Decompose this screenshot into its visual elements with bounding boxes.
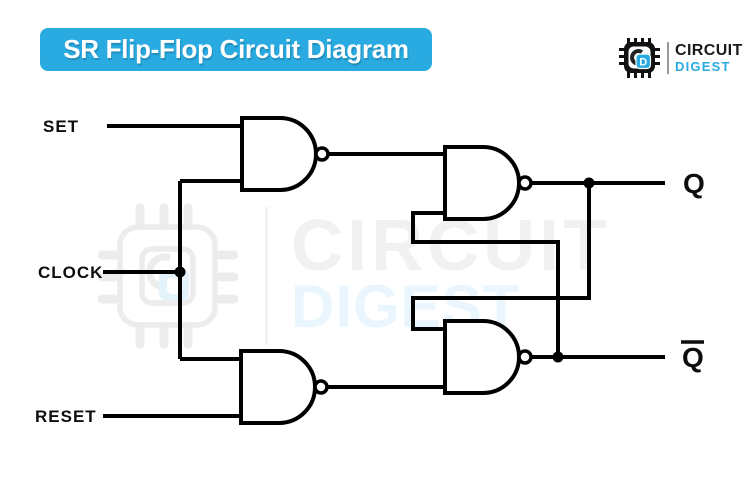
junction-dot-q: [583, 177, 595, 189]
chip-monogram: D: [639, 57, 647, 69]
chip-icon: D: [619, 38, 660, 78]
q-output-label: Q: [683, 168, 705, 199]
clock-label: CLOCK: [38, 263, 103, 282]
nand-gate-qbar: [443, 319, 521, 395]
reset-label: RESET: [35, 407, 97, 426]
wire-feedback-q: [411, 183, 591, 331]
watermark-text-circuit: CIRCUIT: [291, 206, 611, 286]
wire-clock-branch: [178, 179, 242, 361]
inverter-bubble-set: [314, 146, 330, 162]
inverter-bubble-qbar: [517, 349, 533, 365]
watermark-divider: [265, 207, 268, 345]
page-title: SR Flip-Flop Circuit Diagram: [63, 34, 409, 64]
brand-name: CIRCUIT: [675, 41, 743, 59]
wire-feedback-qbar: [411, 211, 560, 357]
brand-divider: [667, 42, 669, 74]
nand-gate-reset: [239, 349, 317, 425]
brand-logo: D CIRCUIT DIGEST: [617, 36, 743, 80]
inverter-bubble-reset: [313, 379, 329, 395]
set-label: SET: [43, 117, 79, 136]
inverter-bubble-q: [517, 175, 533, 191]
junction-dot-qbar: [552, 351, 564, 363]
brand-subname: DIGEST: [675, 58, 731, 74]
junction-dot-clock: [174, 266, 186, 278]
nand-gate-set: [240, 116, 318, 192]
title-banner: SR Flip-Flop Circuit Diagram: [40, 28, 432, 71]
nand-gate-q: [443, 145, 521, 221]
qbar-output-label: Q: [682, 342, 704, 373]
